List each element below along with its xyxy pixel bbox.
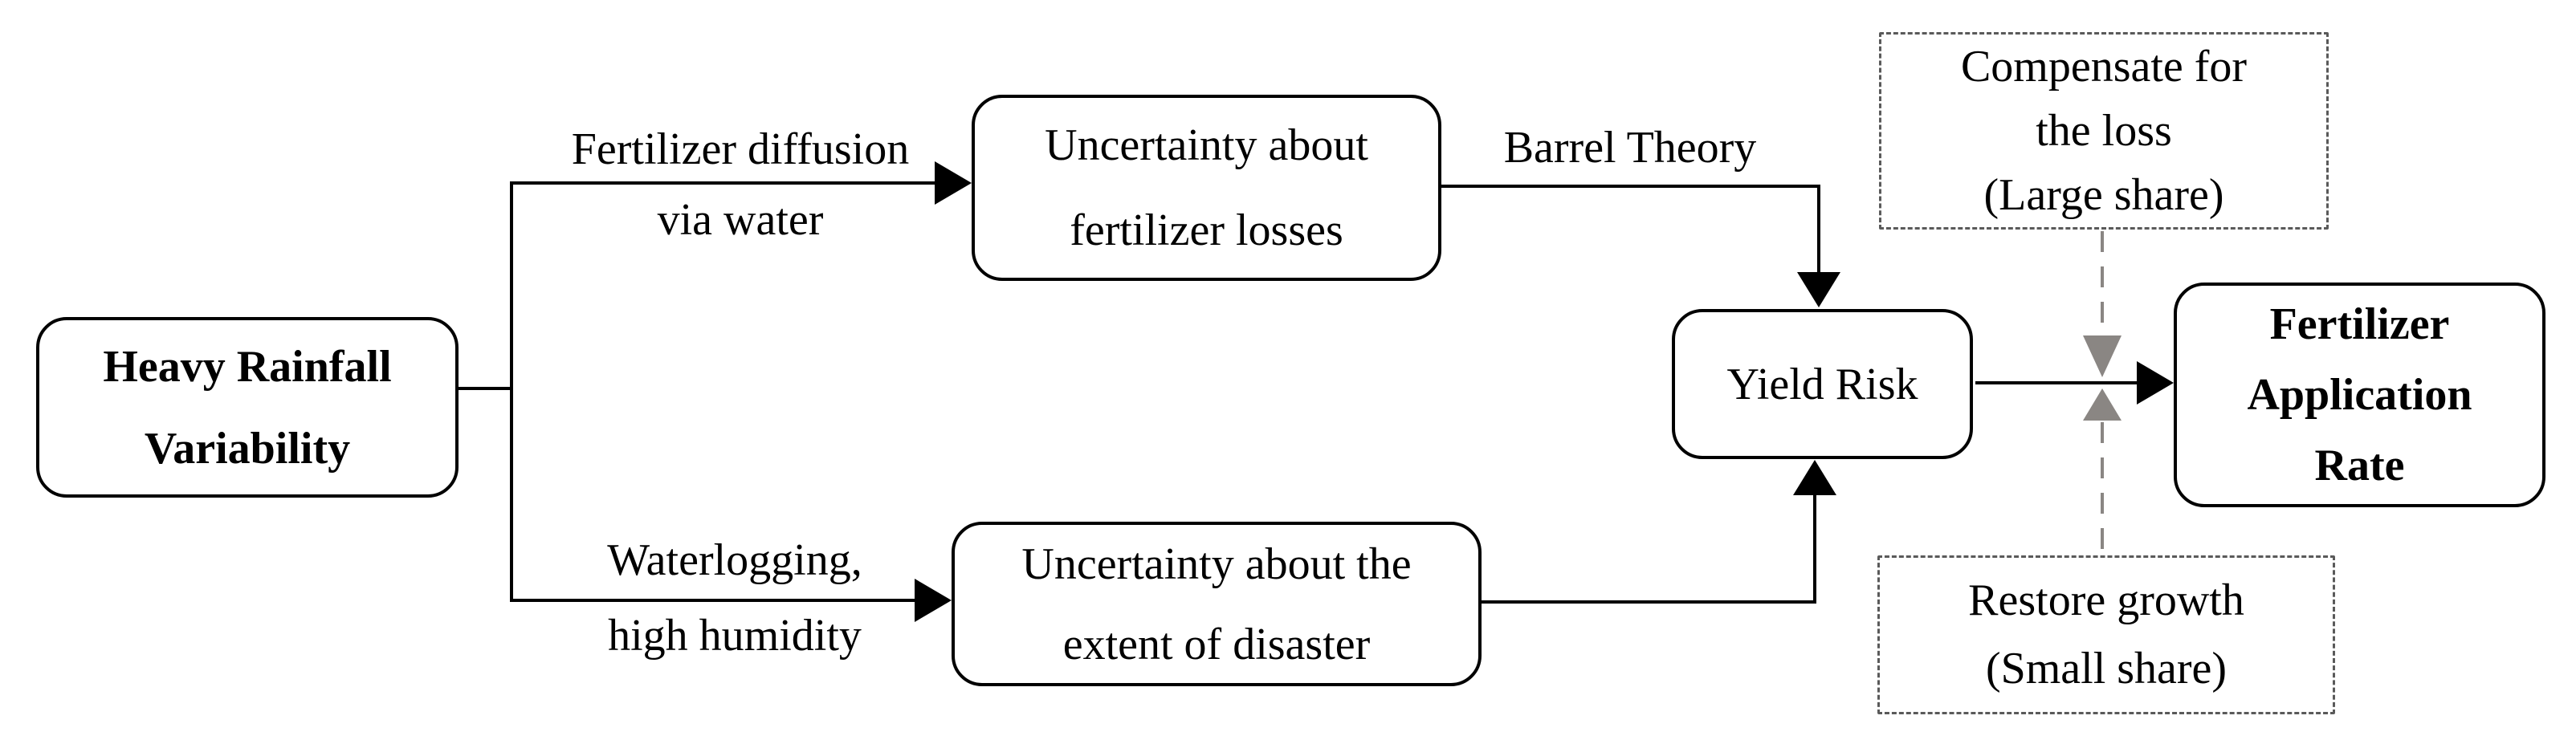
guide-up-arrow-icon (2083, 388, 2122, 421)
node-fertilizer-application-rate: Fertilizer Application Rate (2174, 283, 2545, 507)
node-fertilizer-losses-line2: fertilizer losses (1070, 205, 1343, 255)
node-fertilizer-rate-line3: Rate (2314, 441, 2405, 490)
node-uncertainty-fertilizer-losses: Uncertainty about fertilizer losses (972, 95, 1441, 281)
node-heavy-rainfall-line1: Heavy Rainfall (103, 341, 392, 392)
note-restore-growth: Restore growth (Small share) (1877, 555, 2335, 714)
node-disaster-extent-line1: Uncertainty about the (1021, 539, 1412, 589)
edge-label-waterlogging-line1: Waterlogging, (607, 535, 862, 585)
edge-label-barrel-theory: Barrel Theory (1503, 123, 1757, 173)
arrow-waterlogging-head-icon (915, 579, 952, 622)
edge-label-fertilizer-diffusion-line1: Fertilizer diffusion (571, 124, 910, 174)
arrow-disaster-to-yield-head-icon (1793, 460, 1836, 495)
note-restore-line1: Restore growth (1968, 575, 2244, 625)
node-yield-risk-label: Yield Risk (1726, 359, 1918, 409)
node-disaster-extent-line2: extent of disaster (1062, 619, 1371, 669)
node-heavy-rainfall-variability: Heavy Rainfall Variability (36, 317, 459, 498)
note-compensate-line2: the loss (2036, 106, 2172, 156)
node-fertilizer-rate-line2: Application (2247, 370, 2472, 420)
arrow-barrel-theory-head-icon (1797, 272, 1840, 307)
node-fertilizer-losses-line1: Uncertainty about (1045, 120, 1368, 170)
note-compensate-for-loss: Compensate for the loss (Large share) (1879, 32, 2329, 230)
note-restore-line2: (Small share) (1985, 644, 2228, 693)
guide-down-arrow-icon (2083, 335, 2122, 377)
edge-label-waterlogging-line2: high humidity (608, 611, 862, 661)
arrow-disaster-to-yield-line (1482, 494, 1816, 604)
node-heavy-rainfall-line2: Variability (144, 423, 351, 474)
node-fertilizer-rate-line1: Fertilizer (2269, 299, 2450, 349)
arrow-barrel-theory-line (1441, 185, 1820, 273)
edge-label-fertilizer-diffusion-line2: via water (657, 195, 824, 245)
node-yield-risk: Yield Risk (1672, 309, 1973, 459)
arrow-yield-to-rate-head-icon (2137, 361, 2174, 405)
arrow-fertilizer-diffusion-head-icon (935, 161, 972, 205)
note-compensate-line1: Compensate for (1960, 42, 2248, 91)
note-compensate-line3: (Large share) (1983, 170, 2224, 220)
node-uncertainty-extent-disaster: Uncertainty about the extent of disaster (952, 522, 1482, 686)
